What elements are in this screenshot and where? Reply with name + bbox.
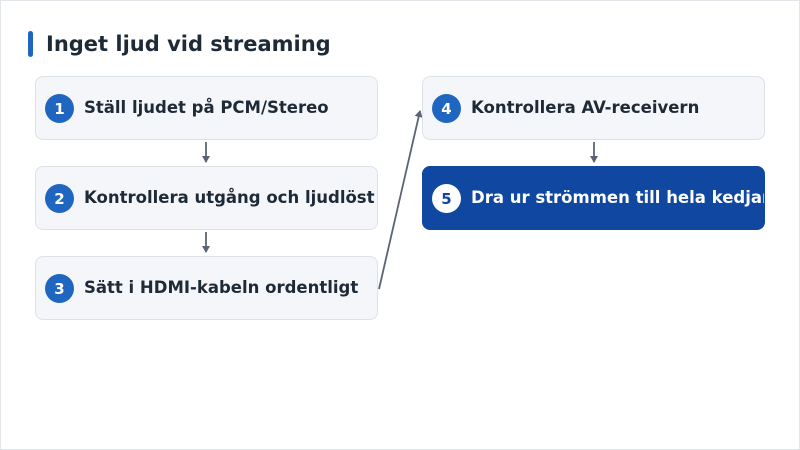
step-label: Dra ur strömmen till hela kedjan bbox=[471, 188, 765, 207]
step-number-badge: 1 bbox=[45, 94, 74, 123]
step-4: 4 Kontrollera AV-receivern bbox=[422, 76, 765, 140]
step-5: 5 Dra ur strömmen till hela kedjan bbox=[422, 166, 765, 230]
step-label: Kontrollera utgång och ljudlöst bbox=[84, 188, 375, 207]
step-label: Ställ ljudet på PCM/Stereo bbox=[84, 98, 329, 117]
step-number-badge: 3 bbox=[45, 274, 74, 303]
arrow-3-to-4 bbox=[378, 110, 423, 290]
step-number-badge: 2 bbox=[45, 184, 74, 213]
step-1: 1 Ställ ljudet på PCM/Stereo bbox=[35, 76, 378, 140]
step-2: 2 Kontrollera utgång och ljudlöst bbox=[35, 166, 378, 230]
step-number-badge: 5 bbox=[432, 184, 461, 213]
step-label: Sätt i HDMI-kabeln ordentligt bbox=[84, 278, 359, 297]
step-label: Kontrollera AV-receivern bbox=[471, 98, 700, 117]
title-accent-bar bbox=[28, 31, 33, 57]
diagram-title: Inget ljud vid streaming bbox=[46, 32, 331, 56]
step-number-badge: 4 bbox=[432, 94, 461, 123]
step-3: 3 Sätt i HDMI-kabeln ordentligt bbox=[35, 256, 378, 320]
